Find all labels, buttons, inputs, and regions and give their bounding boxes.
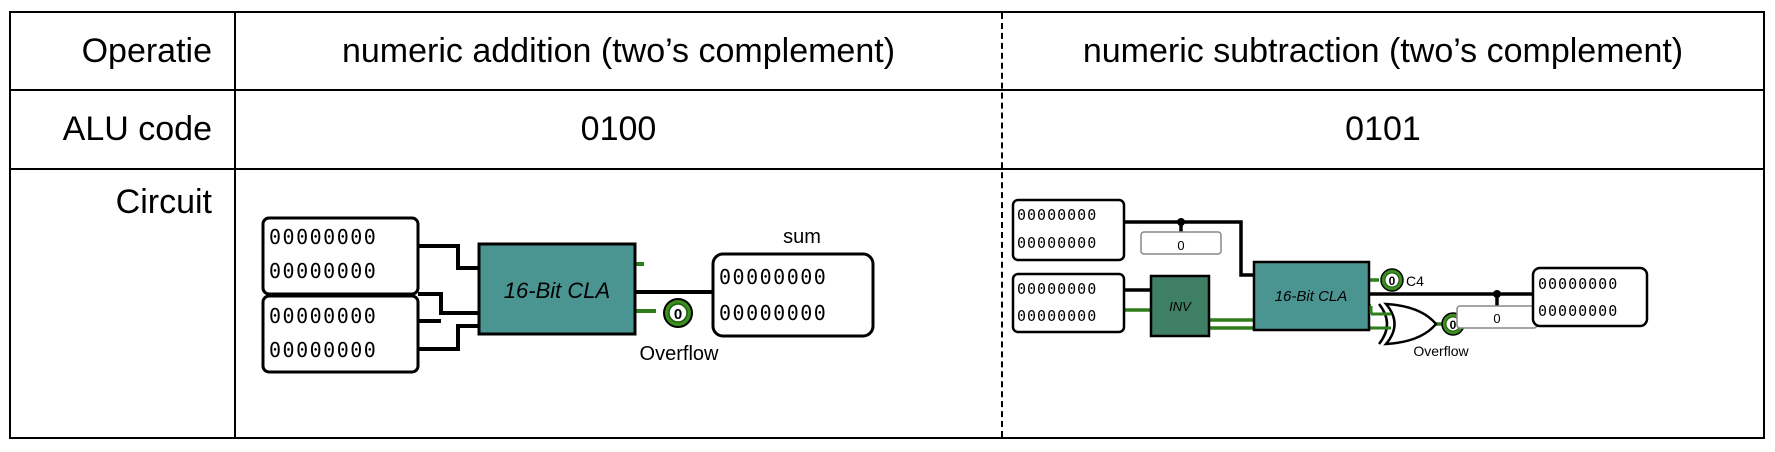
- subtraction-circuit-diagram: 00000000 00000000 0 00000000 00000000 IN…: [1011, 198, 1649, 359]
- probe-value: 0: [1493, 311, 1500, 326]
- alu-code-subtraction: 0101: [1345, 110, 1421, 148]
- operation-subtraction: numeric subtraction (two’s complement): [1082, 31, 1684, 70]
- input-b-register[interactable]: 00000000 00000000: [261, 294, 420, 374]
- alu-code-addition: 0100: [580, 110, 657, 148]
- row-label-alu-code: ALU code: [62, 110, 212, 148]
- sum-row2: 00000000: [719, 301, 827, 325]
- input-b-row2: 00000000: [1017, 307, 1097, 325]
- input-a-row1: 00000000: [1017, 206, 1097, 224]
- overflow-led-value: 0: [674, 306, 682, 323]
- overflow-label: Overflow: [640, 343, 719, 365]
- output-row2: 00000000: [1538, 302, 1618, 320]
- input-b-register[interactable]: 00000000 00000000: [1011, 272, 1126, 334]
- carry-label: C4: [1406, 273, 1424, 289]
- output-probe: 0: [1456, 305, 1538, 329]
- input-b-row2: 00000000: [269, 338, 377, 362]
- row-label-operation: Operatie: [81, 31, 212, 70]
- row-label-circuit: Circuit: [115, 183, 212, 221]
- overflow-led-value: 0: [1450, 318, 1457, 332]
- sum-row1: 00000000: [719, 265, 827, 289]
- sum-label: sum: [783, 226, 821, 248]
- row-divider: [11, 89, 1763, 91]
- input-a-row2: 00000000: [1017, 234, 1097, 252]
- input-a-row1: 00000000: [269, 225, 377, 249]
- column-divider-dashed: [1001, 13, 1003, 437]
- input-a-row2: 00000000: [269, 259, 377, 283]
- cla-adder-block: 16-Bit CLA: [1252, 260, 1371, 332]
- carry-led-value: 0: [1389, 274, 1396, 288]
- overflow-label: Overflow: [1413, 343, 1469, 359]
- row-divider: [11, 168, 1763, 170]
- input-a-register[interactable]: 00000000 00000000: [261, 216, 420, 296]
- sum-register: 00000000 00000000: [711, 252, 875, 338]
- cla-adder-block: 16-Bit CLA: [477, 242, 637, 336]
- output-row1: 00000000: [1538, 275, 1618, 293]
- alu-operations-table: Operatie numeric addition (two’s complem…: [9, 11, 1765, 439]
- output-register: 00000000 00000000: [1531, 266, 1649, 328]
- inverter-block: INV: [1149, 274, 1211, 338]
- wire: [418, 324, 479, 351]
- operation-addition: numeric addition (two’s complement): [341, 31, 896, 70]
- input-b-row1: 00000000: [1017, 280, 1097, 298]
- input-a-register[interactable]: 00000000 00000000: [1011, 198, 1126, 262]
- constant-value: 0: [1177, 238, 1184, 253]
- constant-probe: 0: [1140, 231, 1222, 255]
- wire: [418, 244, 479, 270]
- overflow-led: 0: [663, 298, 693, 328]
- addition-circuit-diagram: 00000000 00000000 00000000 00000000 16-B…: [261, 216, 875, 374]
- input-b-row1: 00000000: [269, 304, 377, 328]
- wire-junction: [1177, 218, 1185, 226]
- overflow-wire: [635, 309, 656, 313]
- column-divider: [234, 13, 236, 437]
- carry-led: 0: [1380, 268, 1404, 292]
- adder-label: 16-Bit CLA: [1275, 288, 1348, 305]
- inverter-label: INV: [1169, 299, 1192, 314]
- wire: [418, 292, 479, 315]
- adder-label: 16-Bit CLA: [504, 278, 610, 303]
- xor-gate: [1378, 302, 1438, 346]
- wire-junction: [1493, 290, 1501, 298]
